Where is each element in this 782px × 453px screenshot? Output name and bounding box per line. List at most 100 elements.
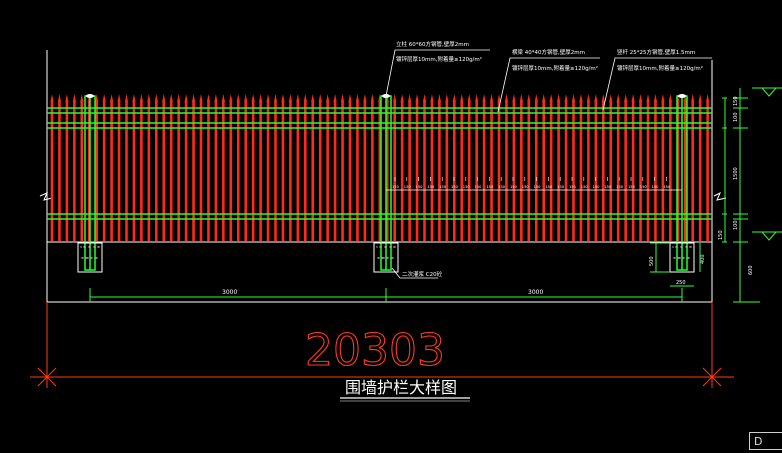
picket xyxy=(169,94,173,241)
annotation-picket-line1: 竖杆 25*25方钢管,壁厚1.5mm xyxy=(617,48,695,56)
span-dimensions xyxy=(89,288,683,302)
picket xyxy=(206,94,211,241)
hatch-dot xyxy=(91,257,93,259)
hatch-dot xyxy=(674,257,676,259)
picket xyxy=(668,94,672,241)
picket xyxy=(415,94,419,241)
picket xyxy=(475,94,479,241)
picket-spacing-label: 150 xyxy=(404,185,412,189)
picket xyxy=(139,94,143,241)
picket xyxy=(422,94,427,241)
hatch-dot xyxy=(686,246,688,248)
picket xyxy=(65,94,69,241)
footing-note-leader xyxy=(391,267,438,279)
hatch-dot xyxy=(93,246,95,248)
picket xyxy=(542,94,546,241)
hatch-dot xyxy=(96,257,98,259)
picket xyxy=(363,94,367,241)
picket-spacing-label: 150 xyxy=(604,185,612,189)
hatch-dot xyxy=(677,257,679,259)
picket xyxy=(259,94,263,241)
hatch-dot xyxy=(678,257,680,259)
picket xyxy=(199,94,203,241)
picket xyxy=(586,94,590,241)
hatch-dot xyxy=(90,257,92,259)
fence-rails xyxy=(47,107,712,220)
picket xyxy=(698,94,702,241)
picket xyxy=(527,94,531,241)
hatch-dot xyxy=(86,257,88,259)
picket xyxy=(400,94,404,241)
level-markers xyxy=(752,87,782,241)
picket-spacing-label: 150 xyxy=(498,185,506,189)
picket-spacing-label: 150 xyxy=(569,185,577,189)
hatch-dot xyxy=(376,246,378,248)
hatch-dot xyxy=(386,257,388,259)
picket-spacing-label: 150 xyxy=(392,185,400,189)
picket xyxy=(571,94,576,241)
picket-spacing-label: 150 xyxy=(475,185,483,189)
hatch-dot xyxy=(85,257,87,259)
hatch-dot xyxy=(95,257,97,259)
hatch-dot xyxy=(80,246,82,248)
picket xyxy=(504,94,509,241)
picket xyxy=(236,94,240,241)
hatch-dot xyxy=(379,246,381,248)
hatch-dot xyxy=(391,257,393,259)
hatch-dot xyxy=(682,257,684,259)
picket xyxy=(72,94,76,241)
hatch-dot xyxy=(680,246,682,248)
picket-spacing-label: 150 xyxy=(663,185,671,189)
hatch-dot xyxy=(383,257,385,259)
vdim-4: 100 xyxy=(733,220,739,230)
total-dimension xyxy=(30,302,734,388)
picket xyxy=(460,94,464,241)
vdim-3: 1500 xyxy=(733,167,739,180)
picket xyxy=(683,94,687,241)
annotation-picket-line2: 镀锌层厚10mm,附着量≥120g/m² xyxy=(617,64,703,72)
picket-spacing-label: 150 xyxy=(557,185,565,189)
picket xyxy=(691,94,695,241)
picket-spacing-label: 150 xyxy=(427,185,435,189)
hatch-dot xyxy=(673,257,675,259)
hatch-dot xyxy=(393,246,395,248)
hatch-dot xyxy=(381,257,383,259)
picket xyxy=(117,94,121,241)
break-symbol xyxy=(39,192,53,201)
layout-tab[interactable]: D xyxy=(749,432,782,450)
picket xyxy=(147,94,151,241)
annotation-leaders xyxy=(385,49,712,113)
vdim-6: 600 xyxy=(748,265,754,275)
fdim-3: 250 xyxy=(676,280,686,286)
picket xyxy=(229,94,233,241)
total-dimension-label: 20303 xyxy=(305,325,445,376)
picket xyxy=(467,94,471,241)
picket-spacing-label: 150 xyxy=(652,185,660,189)
picket-spacing-label: 150 xyxy=(593,185,601,189)
picket xyxy=(273,94,278,241)
annotation-post-line1: 立柱 60*60方钢管,壁厚2mm xyxy=(396,40,469,48)
picket-spacing-label: 150 xyxy=(522,185,530,189)
picket xyxy=(549,94,553,241)
picket xyxy=(601,94,605,241)
hatch-dot xyxy=(82,257,84,259)
picket xyxy=(706,94,710,241)
picket xyxy=(288,94,292,241)
hatch-dot xyxy=(389,246,391,248)
picket xyxy=(95,94,99,241)
picket xyxy=(594,94,598,241)
picket xyxy=(489,94,494,241)
hatch-dot xyxy=(382,257,384,259)
hatch-dot xyxy=(394,246,396,248)
vdim-5: 150 xyxy=(718,230,724,240)
picket xyxy=(497,94,501,241)
fdim-2: 400 xyxy=(700,254,706,264)
hatch-dot xyxy=(378,257,380,259)
picket xyxy=(348,94,352,241)
footing-note: 二次灌浆 C20砼 xyxy=(402,270,443,278)
picket xyxy=(214,94,218,241)
picket xyxy=(430,94,434,241)
picket-spacing-label: 150 xyxy=(616,185,624,189)
picket xyxy=(661,94,665,241)
